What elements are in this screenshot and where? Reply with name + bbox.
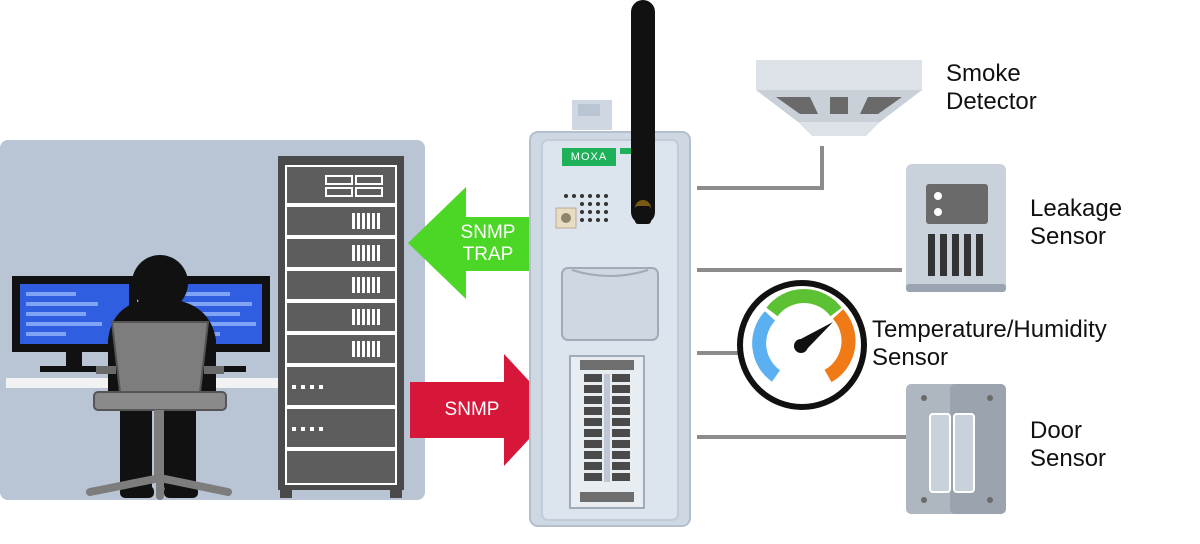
- sensor-connectors: [697, 146, 910, 439]
- door-sensor-line1: Door: [1030, 417, 1083, 444]
- snmp-trap-line1: SNMP: [460, 222, 516, 243]
- door-sensor-icon: [906, 384, 1006, 514]
- iologik-device: [529, 100, 691, 527]
- temperature-sensor-line2: Sensor: [872, 344, 949, 371]
- temperature-gauge-icon: [737, 280, 867, 410]
- smoke-detector-line2: Detector: [946, 88, 1037, 115]
- antenna-icon: [631, 0, 655, 224]
- snmp-label: SNMP: [444, 399, 500, 420]
- door-sensor-label: Door Sensor: [1030, 417, 1106, 473]
- door-sensor-line2: Sensor: [1030, 445, 1107, 472]
- office-chair: [86, 321, 232, 500]
- snmp-arrow: [410, 354, 556, 466]
- snmp-trap-label: SNMP TRAP: [448, 222, 528, 266]
- temperature-sensor-line1: Temperature/Humidity: [872, 316, 1107, 343]
- leakage-sensor-line2: Sensor: [1030, 223, 1107, 250]
- snmp-trap-arrow: [408, 187, 545, 299]
- snmp-trap-line2: TRAP: [462, 244, 514, 265]
- temperature-sensor-label: Temperature/Humidity Sensor: [872, 316, 1107, 372]
- smoke-detector-line1: Smoke: [946, 60, 1021, 87]
- moxa-logo-badge: [562, 148, 616, 166]
- leakage-sensor-icon: [906, 164, 1006, 292]
- moxa-logo-text: MOXA: [570, 151, 608, 163]
- leakage-sensor-line1: Leakage: [1030, 195, 1123, 222]
- leakage-sensor-label: Leakage Sensor: [1030, 195, 1122, 251]
- monitor-left: [12, 276, 137, 372]
- server-rack: [278, 156, 404, 498]
- smoke-detector-label: Smoke Detector: [946, 60, 1037, 116]
- smoke-detector-icon: [756, 60, 922, 136]
